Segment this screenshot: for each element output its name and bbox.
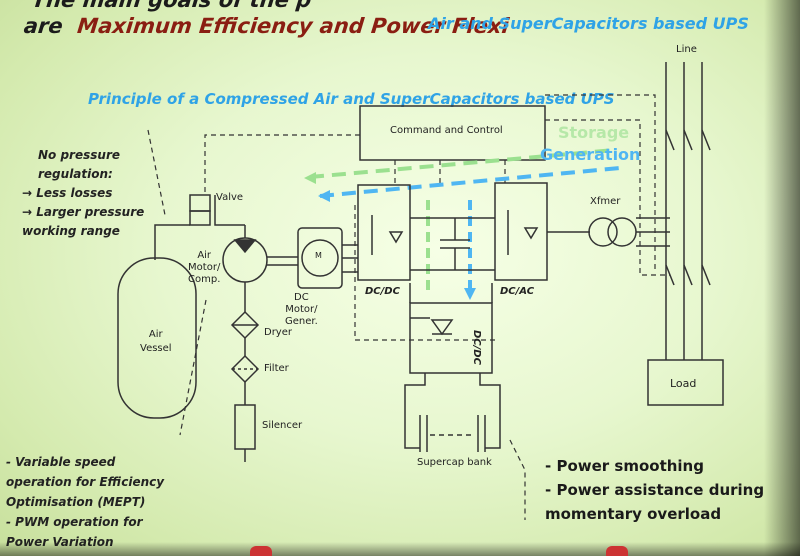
command-label: Command and Control — [390, 125, 503, 136]
generation-flow — [319, 166, 621, 198]
storage-flow — [309, 148, 616, 179]
note-power: - Power smoothing - Power assistance dur… — [545, 457, 765, 523]
valve-label: Valve — [216, 192, 244, 203]
silencer-label: Silencer — [262, 420, 303, 431]
generation-label: Generation — [540, 145, 641, 164]
line-label: Line — [676, 44, 697, 55]
bottom-shadow — [0, 542, 800, 556]
dryer-label: Dryer — [264, 327, 292, 338]
dcdc1-label: DC/DC — [365, 286, 400, 297]
command-box — [359, 105, 546, 161]
microphone-left-icon — [250, 546, 272, 556]
note-speed: - Variable speed operation for Efficienc… — [6, 455, 165, 549]
dcac-label: DC/AC — [500, 286, 535, 297]
note-pressure: No pressure regulation: → Less losses → … — [22, 148, 145, 238]
supercap-label: Supercap bank — [417, 457, 492, 468]
filter-label: Filter — [264, 363, 289, 374]
load-label: Load — [670, 377, 697, 390]
xfmer-label: Xfmer — [590, 196, 621, 207]
microphone-right-icon — [606, 546, 628, 556]
screen-edge-shadow — [764, 0, 800, 556]
headline-ups: Air and SuperCapacitors based UPS — [428, 14, 749, 33]
diagram-title: Principle of a Compressed Air and SuperC… — [88, 90, 615, 108]
dcdc2-label: DC/DC — [471, 330, 482, 365]
storage-label: Storage — [558, 123, 630, 142]
motor-m-label: M — [315, 251, 322, 260]
